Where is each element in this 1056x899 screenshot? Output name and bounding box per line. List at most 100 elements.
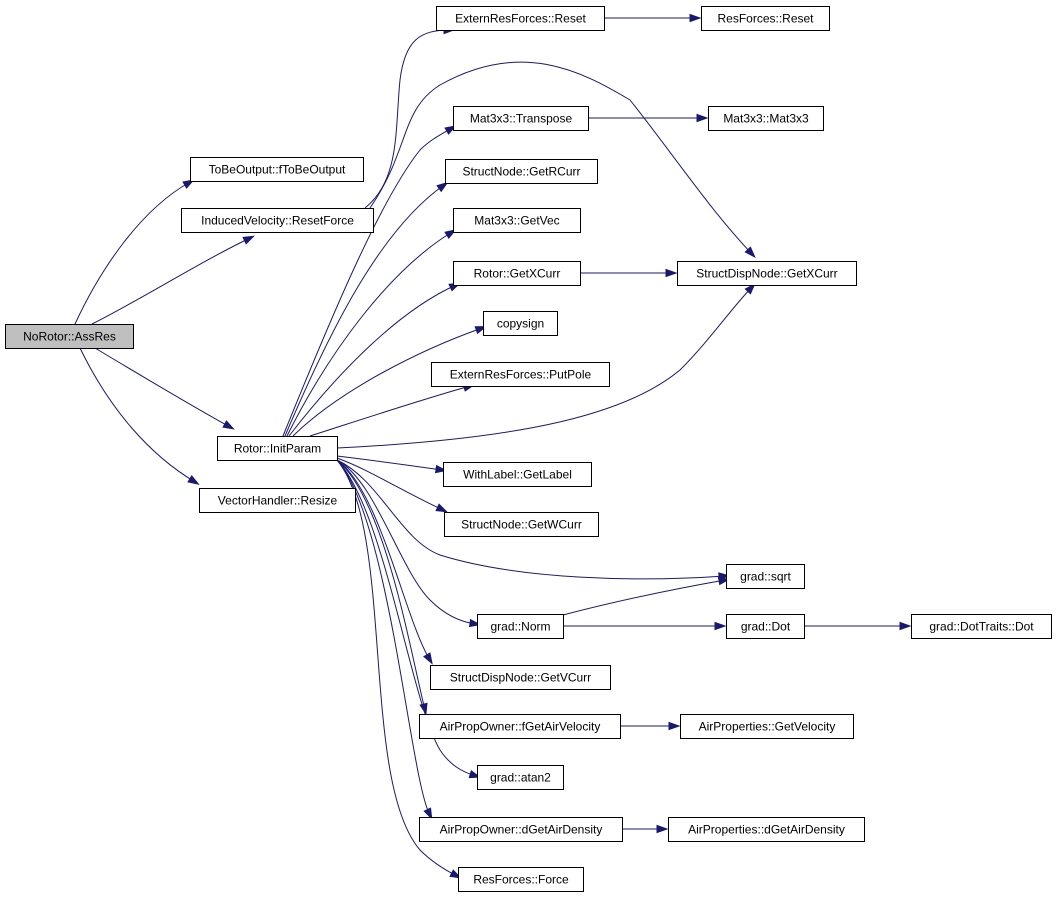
edge-norotor-assres-to-rotor-initparam <box>94 347 235 430</box>
arrowhead-icon <box>665 268 678 278</box>
node-label: ResForces::Reset <box>717 12 814 26</box>
node-box <box>436 6 605 31</box>
node-box <box>708 106 824 131</box>
edge-rotor-initparam-to-structdispnode-getxcurr <box>336 282 756 449</box>
edge-airpropowner-dgetairdensity-to-airproperties-dgetairdensity <box>622 824 669 834</box>
node-tobeoutput-ftobeoutput[interactable]: ToBeOutput::fToBeOutput <box>190 157 364 182</box>
arrowhead-icon <box>696 113 709 123</box>
edge-grad-dot-to-grad-dottraits-dot <box>804 621 912 631</box>
node-norotor-assres[interactable]: NoRotor::AssRes <box>5 324 134 349</box>
node-structdispnode-getvcurr[interactable]: StructDispNode::GetVCurr <box>430 665 611 690</box>
node-box <box>680 714 854 739</box>
node-rotor-getxcurr[interactable]: Rotor::GetXCurr <box>453 261 581 286</box>
node-mat3x3-mat3x3[interactable]: Mat3x3::Mat3x3 <box>708 106 824 131</box>
node-label: StructDispNode::GetXCurr <box>696 267 837 281</box>
node-box <box>677 261 857 286</box>
node-label: grad::Dot <box>741 620 791 634</box>
node-label: ExternResForces::Reset <box>455 12 586 26</box>
node-box <box>453 208 581 233</box>
node-structnode-getrcurr[interactable]: StructNode::GetRCurr <box>445 159 598 184</box>
node-box <box>419 714 621 739</box>
node-box <box>483 311 558 336</box>
edge-line <box>336 459 431 816</box>
node-label: AirPropOwner::dGetAirDensity <box>440 823 603 837</box>
node-resforces-force[interactable]: ResForces::Force <box>458 867 584 892</box>
node-externresforces-putpole[interactable]: ExternResForces::PutPole <box>431 362 610 387</box>
node-rotor-initparam[interactable]: Rotor::InitParam <box>217 436 338 461</box>
node-inducedvelocity-resetforce[interactable]: InducedVelocity::ResetForce <box>181 208 374 233</box>
node-box <box>911 614 1052 639</box>
node-box <box>445 159 598 184</box>
node-label: StructNode::GetRCurr <box>462 165 580 179</box>
node-grad-dottraits-dot[interactable]: grad::DotTraits::Dot <box>911 614 1052 639</box>
node-structnode-getwcurr[interactable]: StructNode::GetWCurr <box>444 512 599 537</box>
arrowhead-icon <box>744 246 756 259</box>
node-box <box>190 157 364 182</box>
edge-line <box>284 184 445 437</box>
edge-rotor-initparam-to-externresforces-putpole <box>309 383 476 437</box>
edge-line <box>94 347 231 428</box>
node-vectorhandler-resize[interactable]: VectorHandler::Resize <box>199 488 356 513</box>
node-airproperties-dgetairdensity[interactable]: AirProperties::dGetAirDensity <box>668 817 865 842</box>
node-structdispnode-getxcurr[interactable]: StructDispNode::GetXCurr <box>677 261 857 286</box>
node-airpropowner-fgetairvelocity[interactable]: AirPropOwner::fGetAirVelocity <box>419 714 621 739</box>
node-box <box>458 867 584 892</box>
arrowhead-icon <box>222 420 235 430</box>
node-box <box>726 614 805 639</box>
node-box <box>443 462 592 487</box>
node-mat3x3-transpose[interactable]: Mat3x3::Transpose <box>453 106 589 131</box>
edges-layer <box>74 13 912 879</box>
edge-line <box>79 347 196 483</box>
node-label: copysign <box>497 317 544 331</box>
node-box <box>453 261 581 286</box>
edge-rotor-initparam-to-structnode-getrcurr <box>284 181 449 437</box>
node-label: ToBeOutput::fToBeOutput <box>209 163 346 177</box>
arrowhead-icon <box>449 869 462 879</box>
node-box <box>477 614 564 639</box>
node-airproperties-getvelocity[interactable]: AirProperties::GetVelocity <box>680 714 854 739</box>
arrowhead-icon <box>744 282 756 295</box>
node-label: grad::sqrt <box>740 570 791 584</box>
arrowhead-icon <box>689 13 702 23</box>
node-grad-norm[interactable]: grad::Norm <box>477 614 564 639</box>
arrowhead-icon <box>242 235 255 245</box>
node-mat3x3-getvec[interactable]: Mat3x3::GetVec <box>453 208 581 233</box>
node-box <box>668 817 865 842</box>
arrowhead-icon <box>444 125 457 135</box>
edge-airpropowner-fgetairvelocity-to-airproperties-getvelocity <box>619 721 681 731</box>
node-label: NoRotor::AssRes <box>23 330 116 344</box>
node-resforces-reset[interactable]: ResForces::Reset <box>701 6 830 31</box>
nodes-layer: NoRotor::AssRes ToBeOutput::fToBeOutputIn… <box>5 6 1052 892</box>
node-box <box>5 324 134 349</box>
node-box <box>431 362 610 387</box>
edge-rotor-getxcurr-to-structdispnode-getxcurr <box>580 268 678 278</box>
arrowhead-icon <box>435 503 448 513</box>
arrowhead-icon <box>436 181 449 193</box>
node-externresforces-reset[interactable]: ExternResForces::Reset <box>436 6 605 31</box>
node-box <box>430 665 611 690</box>
node-box <box>477 765 564 790</box>
node-box <box>726 564 805 589</box>
arrowhead-icon <box>423 807 433 820</box>
node-grad-atan2[interactable]: grad::atan2 <box>477 765 564 790</box>
edge-line <box>336 459 426 711</box>
node-label: VectorHandler::Resize <box>218 494 338 508</box>
arrowhead-icon <box>182 179 195 189</box>
edge-line <box>336 455 443 471</box>
arrowhead-icon <box>187 475 200 485</box>
edge-line <box>336 457 444 511</box>
edge-line <box>336 459 458 877</box>
edge-line <box>288 284 457 437</box>
edge-line <box>364 29 451 209</box>
edge-rotor-initparam-to-airpropowner-dgetairdensity <box>336 459 433 820</box>
arrowhead-icon <box>423 652 433 665</box>
node-grad-dot[interactable]: grad::Dot <box>726 614 805 639</box>
node-airpropowner-dgetairdensity[interactable]: AirPropOwner::dGetAirDensity <box>419 817 623 842</box>
arrowhead-icon <box>656 824 669 834</box>
edge-rotor-initparam-to-mat3x3-getvec <box>286 229 457 437</box>
node-withlabel-getlabel[interactable]: WithLabel::GetLabel <box>443 462 592 487</box>
edge-rotor-initparam-to-resforces-force <box>336 459 462 879</box>
node-grad-sqrt[interactable]: grad::sqrt <box>726 564 805 589</box>
node-copysign[interactable]: copysign <box>483 311 558 336</box>
